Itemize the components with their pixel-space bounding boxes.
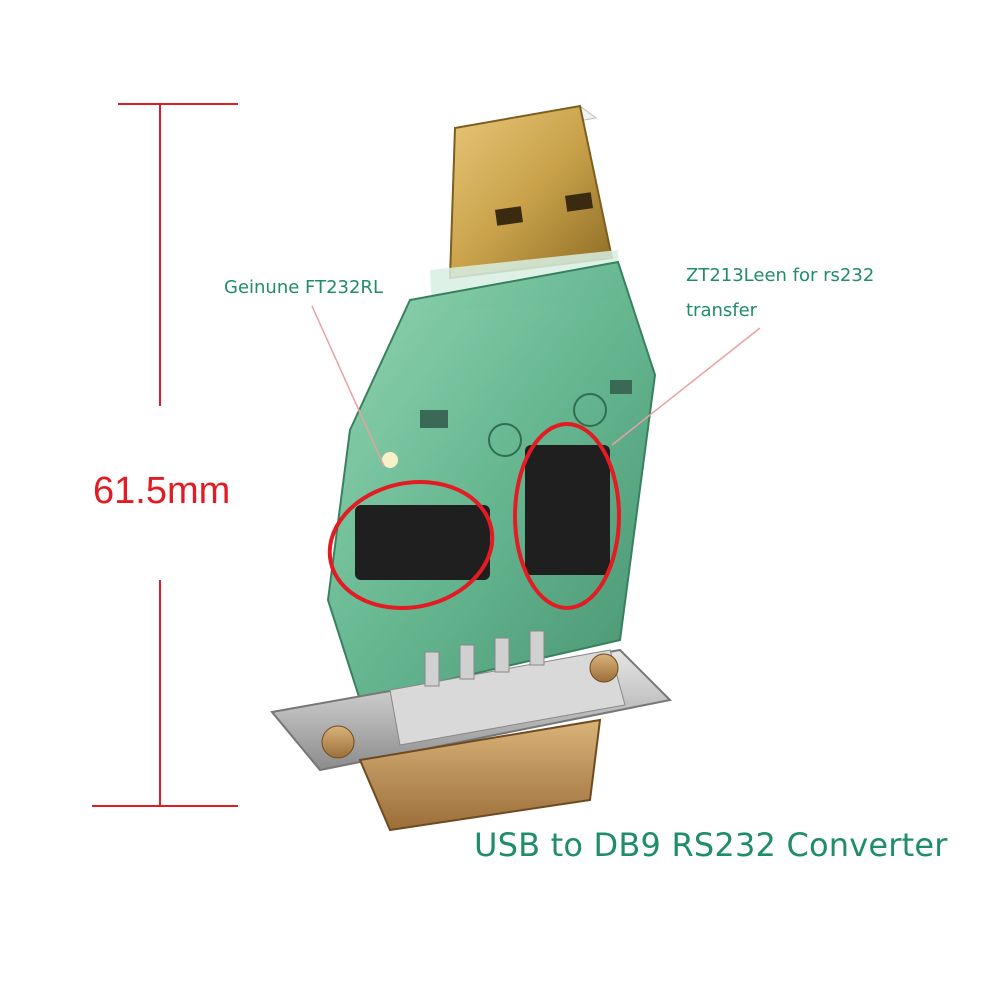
rs232-transceiver-chip bbox=[525, 445, 610, 575]
chip1-pointer-line bbox=[311, 305, 385, 467]
ft232rl-chip bbox=[355, 505, 490, 580]
pcb-board bbox=[326, 260, 657, 702]
chip2-annotation-line1: ZT213Leen for rs232 bbox=[686, 265, 875, 286]
dimension-line bbox=[92, 103, 238, 807]
chip1-highlight-circle bbox=[327, 480, 495, 610]
chip1-annotation: Geinune FT232RL bbox=[224, 277, 383, 298]
chip2-pointer-line bbox=[611, 327, 761, 446]
product-title: USB to DB9 RS232 Converter bbox=[474, 826, 948, 864]
chip2-highlight-circle bbox=[513, 422, 621, 610]
db9-connector bbox=[270, 630, 673, 832]
dimension-label: 61.5mm bbox=[93, 470, 231, 512]
chip2-annotation-line2: transfer bbox=[686, 300, 758, 321]
